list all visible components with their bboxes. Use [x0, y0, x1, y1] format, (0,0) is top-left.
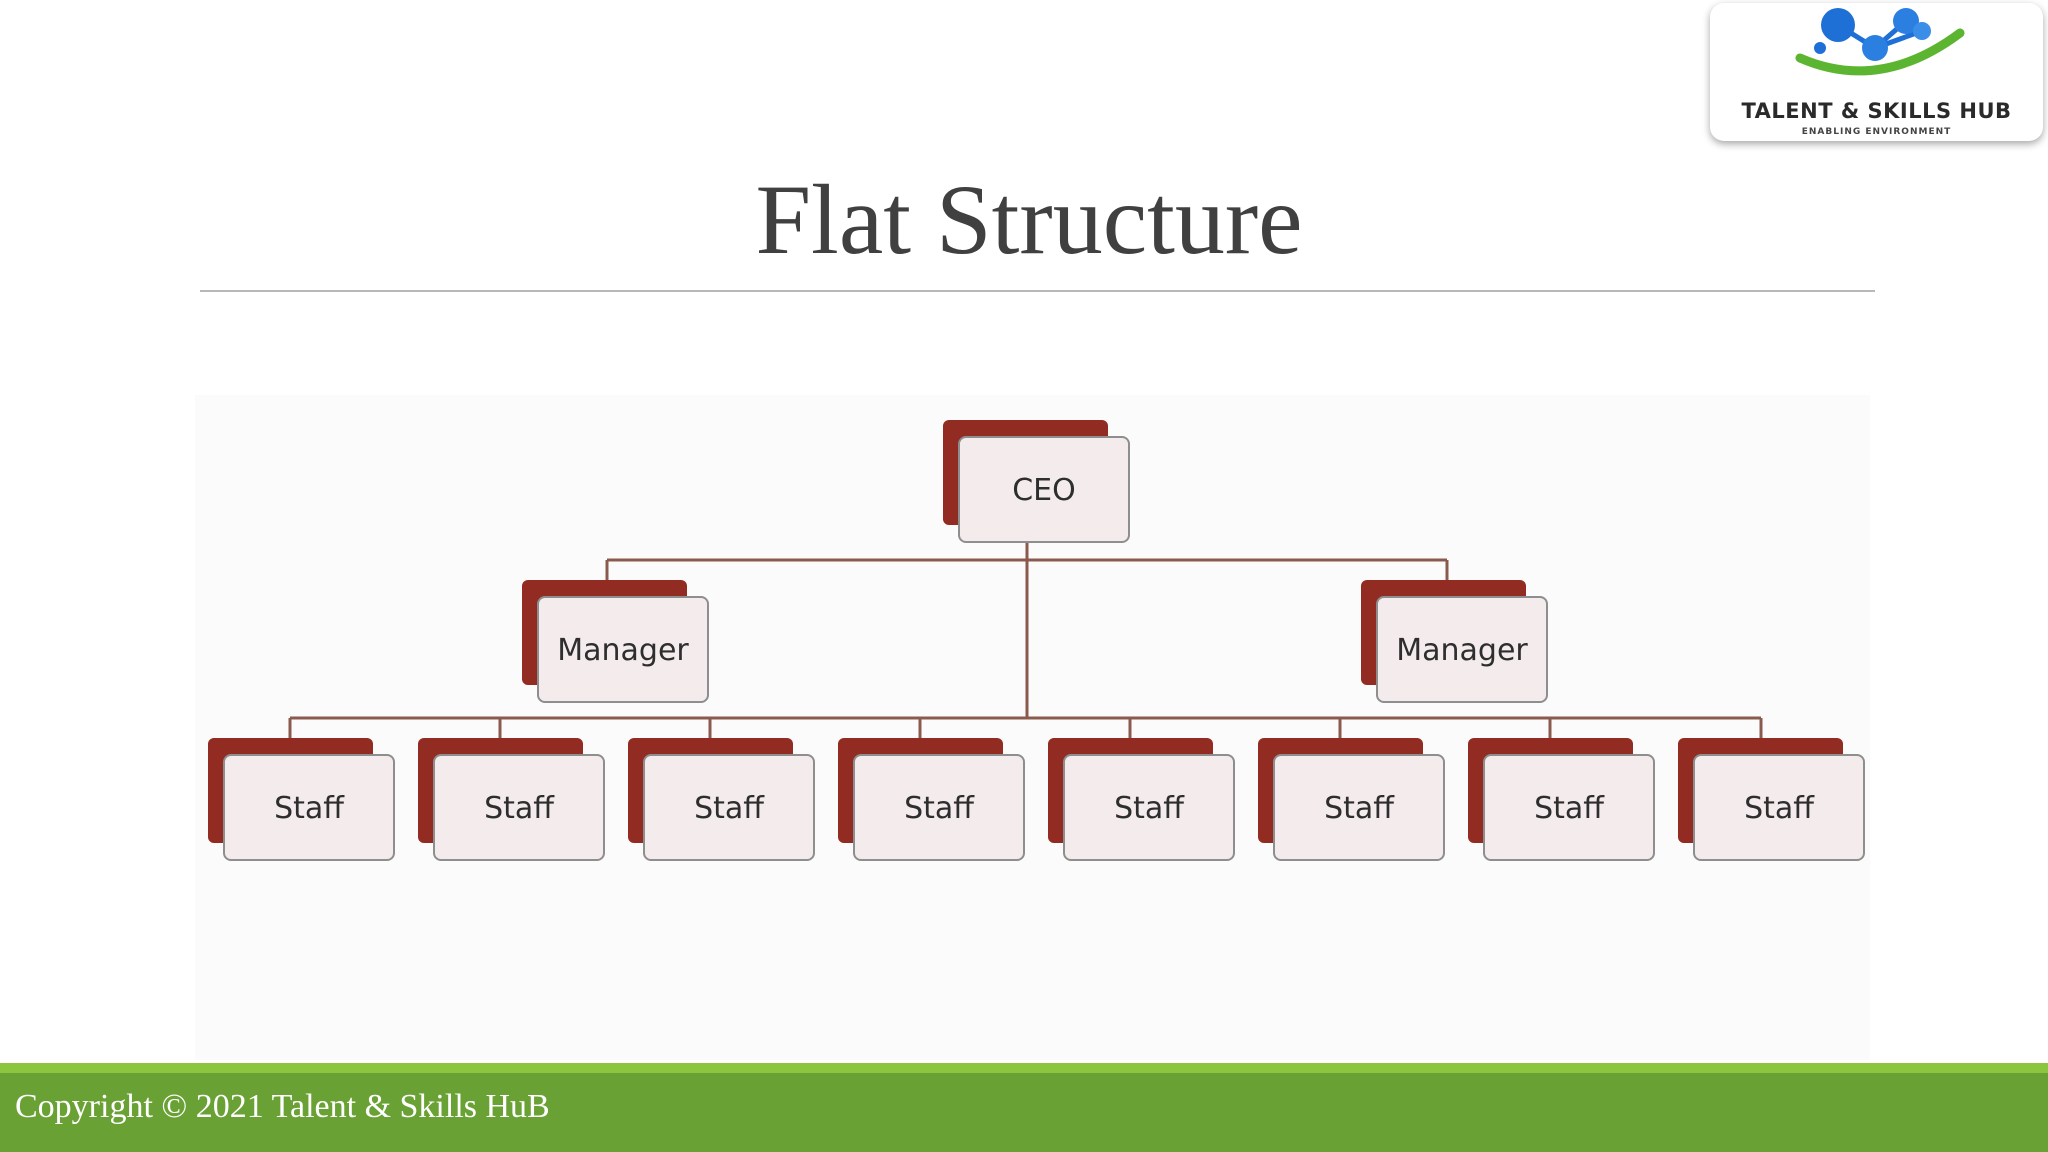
- ceo-node: CEO: [943, 420, 1130, 543]
- footer-accent-bar: [0, 1063, 2048, 1073]
- manager-node: Manager: [522, 580, 709, 703]
- manager-label: Manager: [1396, 633, 1528, 668]
- staff-node: Staff: [1468, 738, 1655, 861]
- staff-label: Staff: [1534, 791, 1605, 826]
- title-divider: [200, 290, 1875, 292]
- ceo-label: CEO: [1012, 473, 1076, 508]
- slide-title: Flat Structure: [755, 164, 1303, 275]
- staff-label: Staff: [694, 791, 765, 826]
- staff-label: Staff: [904, 791, 975, 826]
- company-logo: TALENT & SKILLS HUB ENABLING ENVIRONMENT: [1710, 3, 2043, 141]
- staff-node: Staff: [418, 738, 605, 861]
- org-connectors: [288, 542, 1763, 738]
- staff-label: Staff: [1114, 791, 1185, 826]
- staff-label: Staff: [1744, 791, 1815, 826]
- manager-node: Manager: [1361, 580, 1548, 703]
- footer-bar: [0, 1073, 2048, 1152]
- staff-node: Staff: [1258, 738, 1445, 861]
- logo-tagline: ENABLING ENVIRONMENT: [1801, 127, 1952, 137]
- staff-node: Staff: [1048, 738, 1235, 861]
- staff-node: Staff: [1678, 738, 1865, 861]
- footer-copyright: Copyright © 2021 Talent & Skills HuB: [15, 1088, 550, 1125]
- logo-name: TALENT & SKILLS HUB: [1741, 99, 2012, 123]
- staff-node: Staff: [208, 738, 395, 861]
- manager-label: Manager: [557, 633, 689, 668]
- logo-molecule-icon: [1795, 8, 1965, 76]
- staff-label: Staff: [274, 791, 345, 826]
- staff-label: Staff: [484, 791, 555, 826]
- org-chart-canvas: CEO Manager Manager Staff Staff Staff: [208, 420, 1865, 861]
- staff-node: Staff: [838, 738, 1025, 861]
- org-chart: CEO Manager Manager Staff Staff Staff: [195, 395, 1870, 1060]
- staff-label: Staff: [1324, 791, 1395, 826]
- staff-node: Staff: [628, 738, 815, 861]
